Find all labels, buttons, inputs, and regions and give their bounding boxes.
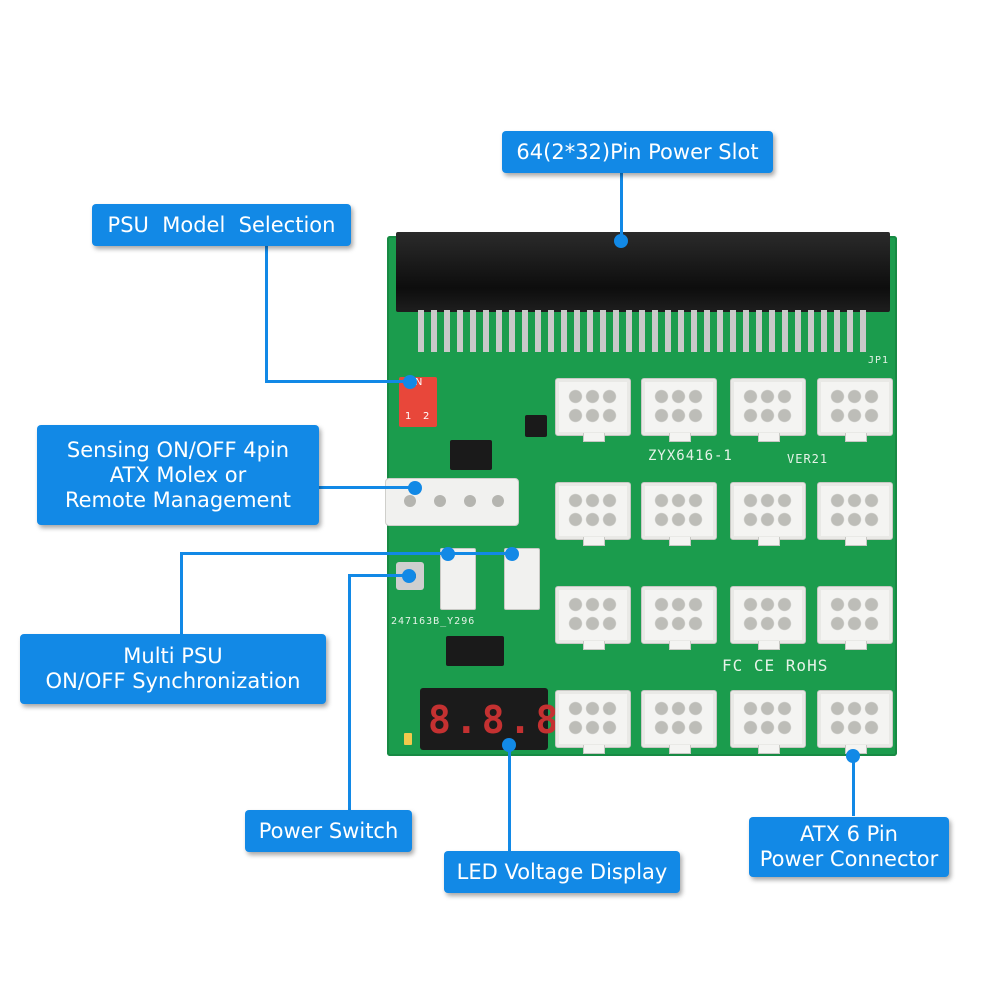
label-psu-model: PSU Model Selection: [92, 204, 351, 246]
label-power-switch: Power Switch: [245, 810, 412, 852]
atx6-connector: [555, 586, 631, 650]
leader-line: [852, 756, 855, 816]
atx6-connector: [817, 586, 893, 650]
slot-pins: [418, 310, 873, 352]
label-multi-psu: Multi PSU ON/OFF Synchronization: [20, 634, 326, 704]
ic-chip: [525, 415, 547, 437]
atx6-connector: [730, 482, 806, 546]
atx6-connector: [730, 690, 806, 754]
atx6-connector: [555, 482, 631, 546]
atx6-connector: [641, 378, 717, 442]
certification-marks: FC CE RoHS: [722, 656, 829, 675]
molex-4pin-connector: [385, 478, 519, 526]
ic-chip: [446, 636, 504, 666]
atx6-connector: [641, 690, 717, 754]
status-led: [404, 733, 412, 745]
led-voltage-display: 8.8.8: [420, 688, 558, 750]
sync-connector: [504, 548, 540, 610]
dip-2-label: 2: [423, 411, 430, 422]
ic-chip: [450, 440, 492, 470]
atx6-connector: [641, 586, 717, 650]
label-sensing: Sensing ON/OFF 4pin ATX Molex or Remote …: [37, 425, 319, 525]
leader-dot: [505, 547, 519, 561]
atx6-connector: [555, 378, 631, 442]
leader-line: [180, 552, 516, 555]
atx6-connector: [817, 482, 893, 546]
jp1-silk: JP1: [868, 355, 890, 366]
atx6-connector: [730, 378, 806, 442]
leader-line: [620, 172, 623, 240]
leader-line: [508, 744, 511, 852]
leader-line: [265, 244, 268, 382]
leader-dot: [502, 738, 516, 752]
leader-dot: [408, 481, 422, 495]
atx6-connector: [730, 586, 806, 650]
atx6-connector: [641, 482, 717, 546]
leader-line: [318, 486, 414, 489]
board-version-silk: VER21: [787, 452, 829, 466]
label-power-slot: 64(2*32)Pin Power Slot: [502, 131, 773, 173]
leader-dot: [846, 749, 860, 763]
label-atx6: ATX 6 Pin Power Connector: [749, 817, 949, 877]
atx6-connector: [817, 690, 893, 754]
leader-dot: [403, 375, 417, 389]
leader-dot: [614, 234, 628, 248]
leader-line: [348, 574, 406, 577]
dip-1-label: 1: [405, 411, 412, 422]
label-led-display: LED Voltage Display: [444, 851, 680, 893]
leader-line: [348, 574, 351, 812]
leader-line: [265, 380, 407, 383]
atx6-connector: [555, 690, 631, 754]
power-slot-connector: [396, 232, 890, 312]
board-code-silk: 247163B_Y296: [391, 616, 476, 627]
leader-dot: [441, 547, 455, 561]
leader-dot: [402, 569, 416, 583]
board-model-silk: ZYX6416-1: [648, 448, 733, 464]
led-digits: 8.8.8: [428, 698, 563, 742]
leader-line: [180, 552, 183, 636]
atx6-connector: [817, 378, 893, 442]
